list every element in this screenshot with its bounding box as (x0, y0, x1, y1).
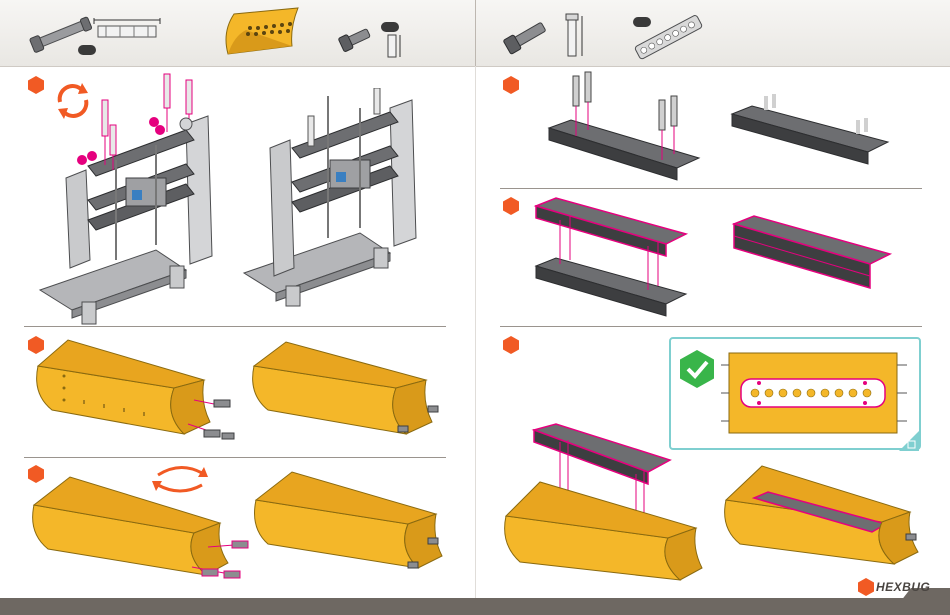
step-marker (502, 197, 520, 215)
axle-measure-icon (92, 14, 164, 42)
page-gutter (475, 66, 476, 598)
short-pin-icon (338, 24, 374, 54)
beam-plate-icon (632, 14, 707, 62)
frame-assembly-before (36, 70, 226, 325)
frame-assembly-after (240, 88, 430, 308)
parts-divider (475, 0, 476, 66)
stacked-beams-assembled (730, 210, 895, 298)
beam-pins-assembled (728, 92, 893, 168)
hex-logo-icon (857, 578, 875, 596)
beam-with-pins (545, 70, 705, 186)
pin-measure-icon (382, 33, 404, 59)
half-pipe-with-pins (24, 338, 244, 450)
half-pipe-panel-icon (220, 6, 305, 62)
connector-pin-icon (502, 16, 552, 56)
pin-pair-measure-icon (562, 12, 588, 60)
flipped-pipe-with-pins (24, 475, 254, 587)
panel-divider (500, 326, 922, 327)
beam-in-pipe-assembled (718, 462, 930, 572)
qty-badge (78, 45, 96, 55)
stack-beams (530, 194, 692, 322)
panel-divider (500, 188, 922, 189)
checkmark-icon (677, 349, 717, 389)
half-pipe-assembled (246, 338, 446, 450)
panel-divider (24, 326, 446, 327)
brand-logo: HEXBUG (857, 578, 930, 596)
flipped-pipe-assembled (248, 470, 448, 582)
panel-divider (24, 457, 446, 458)
footer-bar (0, 598, 950, 615)
top-view-diagram (719, 349, 915, 437)
brand-name: HEXBUG (876, 580, 930, 594)
step-marker (502, 76, 520, 94)
beam-into-pipe (500, 420, 715, 590)
qty-badge (381, 22, 399, 32)
step-marker (502, 336, 520, 354)
cube-view-icon (899, 431, 919, 451)
